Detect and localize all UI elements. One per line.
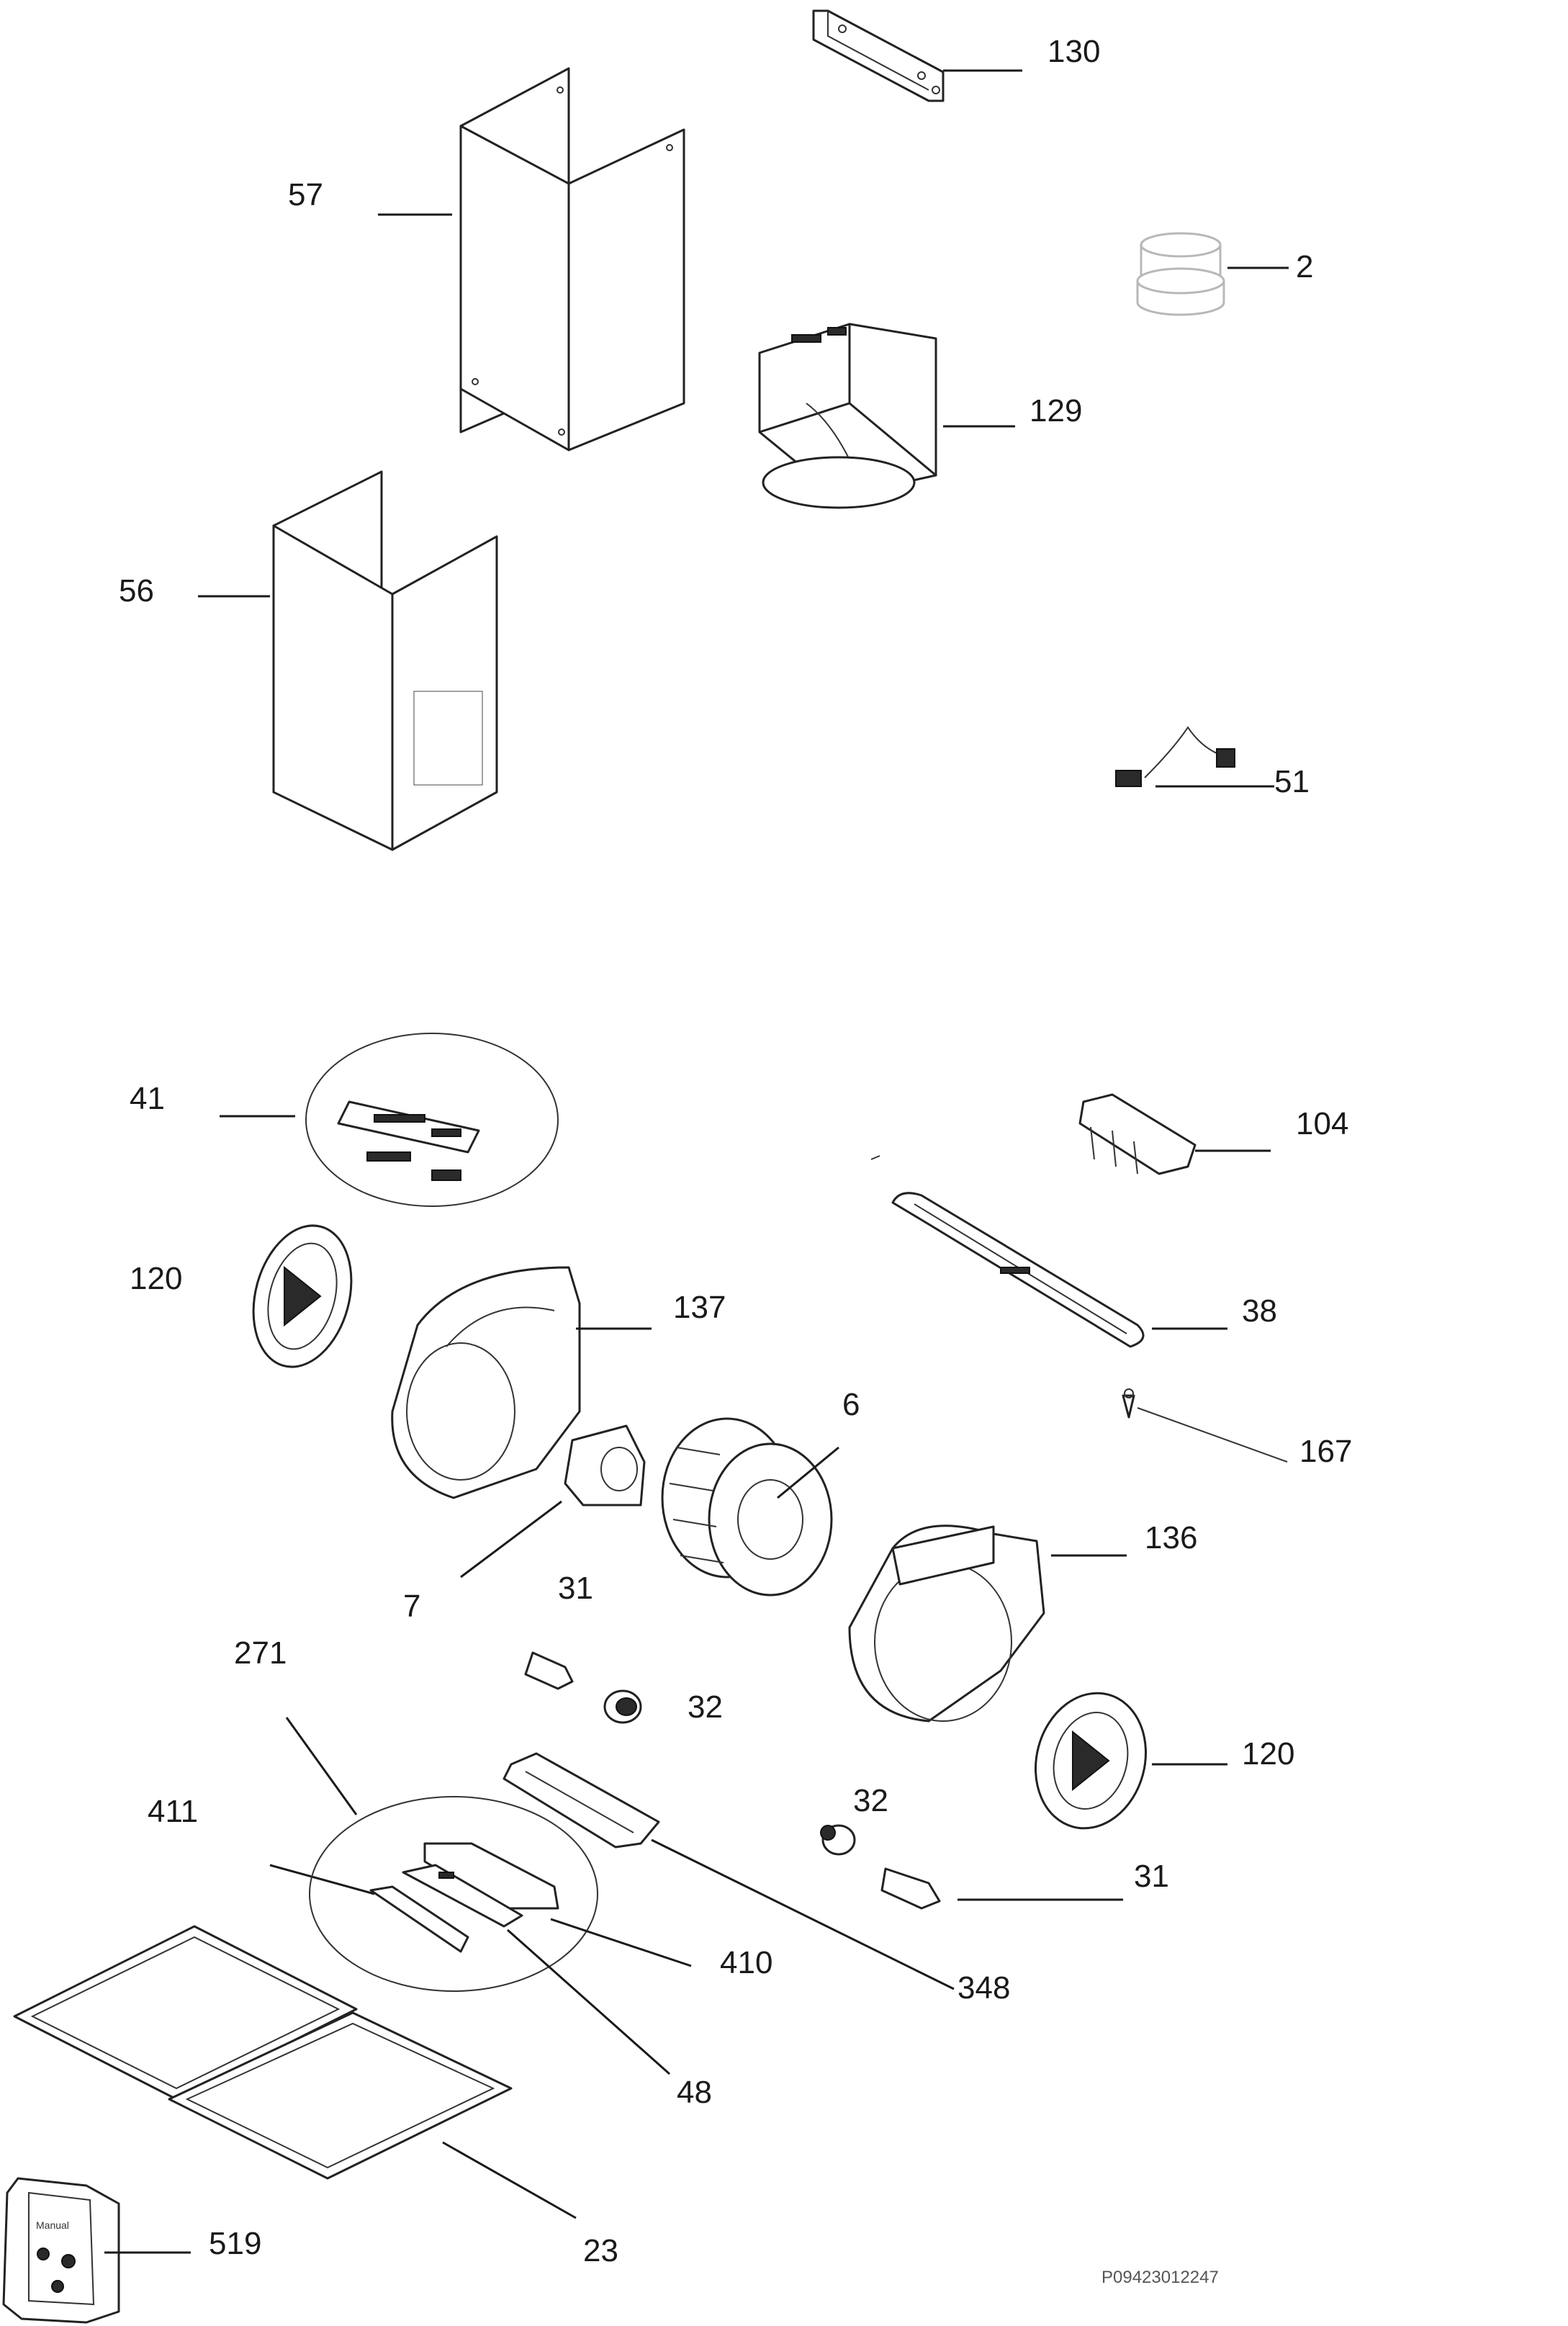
label-120-right: 120	[1242, 1736, 1294, 1772]
leader-411	[269, 1864, 375, 1895]
part-31-lamp-lower	[880, 1867, 941, 1910]
document-code: P09423012247	[1101, 2268, 1219, 2287]
label-23: 23	[583, 2233, 618, 2268]
part-31-lamp-upper	[524, 1651, 574, 1690]
label-136: 136	[1145, 1520, 1197, 1555]
label-271: 271	[234, 1635, 287, 1671]
part-130-bracket	[812, 9, 945, 102]
part-120-carbon-filter-left	[252, 1224, 353, 1368]
label-31-lower: 31	[1134, 1859, 1169, 1894]
leader-348	[651, 1838, 955, 1990]
label-48: 48	[677, 2075, 712, 2110]
label-7: 7	[403, 1589, 420, 1624]
label-32-upper: 32	[688, 1689, 723, 1725]
part-32-lampholder-lower	[820, 1824, 856, 1856]
label-411: 411	[148, 1794, 198, 1829]
label-2: 2	[1296, 249, 1313, 284]
part-7-motor	[564, 1424, 646, 1506]
part-2-duct-ring	[1136, 232, 1225, 316]
part-38-light-frame	[891, 1192, 1145, 1348]
label-41: 41	[130, 1081, 165, 1116]
manual-text: Manual	[36, 2219, 69, 2231]
part-56-lower-chimney	[272, 470, 498, 851]
part-120-carbon-filter-right	[1034, 1692, 1148, 1830]
small-tick-mark	[870, 1155, 880, 1160]
leader-167	[1137, 1407, 1288, 1463]
label-6: 6	[842, 1387, 860, 1422]
vent-grille	[413, 691, 483, 786]
part-51-cable	[1115, 726, 1235, 787]
label-120-upper: 120	[130, 1261, 182, 1296]
label-167: 167	[1299, 1434, 1352, 1469]
label-519: 519	[209, 2226, 261, 2261]
label-137: 137	[673, 1290, 726, 1325]
part-519-accessory-bag: Manual	[2, 2177, 120, 2324]
leader-6	[777, 1446, 839, 1499]
part-137-fan-housing	[391, 1266, 581, 1499]
label-129: 129	[1029, 393, 1082, 428]
label-348: 348	[958, 1970, 1010, 2006]
leader-23	[442, 2141, 577, 2219]
leader-410	[550, 1918, 692, 1967]
label-57: 57	[288, 177, 323, 212]
part-104-light-cover	[1078, 1093, 1197, 1175]
leader-7	[460, 1500, 562, 1579]
leader-271	[285, 1717, 358, 1815]
part-167-screw	[1122, 1388, 1135, 1419]
label-51: 51	[1274, 764, 1310, 799]
part-23-grease-filters	[13, 1925, 513, 2180]
part-32-lampholder-upper	[603, 1689, 642, 1724]
part-348-light-module	[503, 1752, 660, 1849]
part-41-control-panel	[305, 1033, 559, 1207]
label-56: 56	[119, 573, 154, 609]
part-57-upper-chimney	[459, 67, 685, 452]
label-32-lower: 32	[853, 1783, 888, 1818]
label-38: 38	[1242, 1293, 1277, 1329]
part-271-electronics-group	[309, 1796, 598, 1992]
part-136-fan-housing	[848, 1525, 1045, 1723]
label-31-upper: 31	[558, 1571, 593, 1606]
part-6-impeller	[661, 1417, 833, 1597]
part-129-air-deflector	[758, 323, 937, 509]
label-410: 410	[720, 1945, 772, 1980]
label-104: 104	[1296, 1106, 1348, 1141]
label-130: 130	[1047, 34, 1100, 69]
leader-48	[507, 1928, 670, 2075]
